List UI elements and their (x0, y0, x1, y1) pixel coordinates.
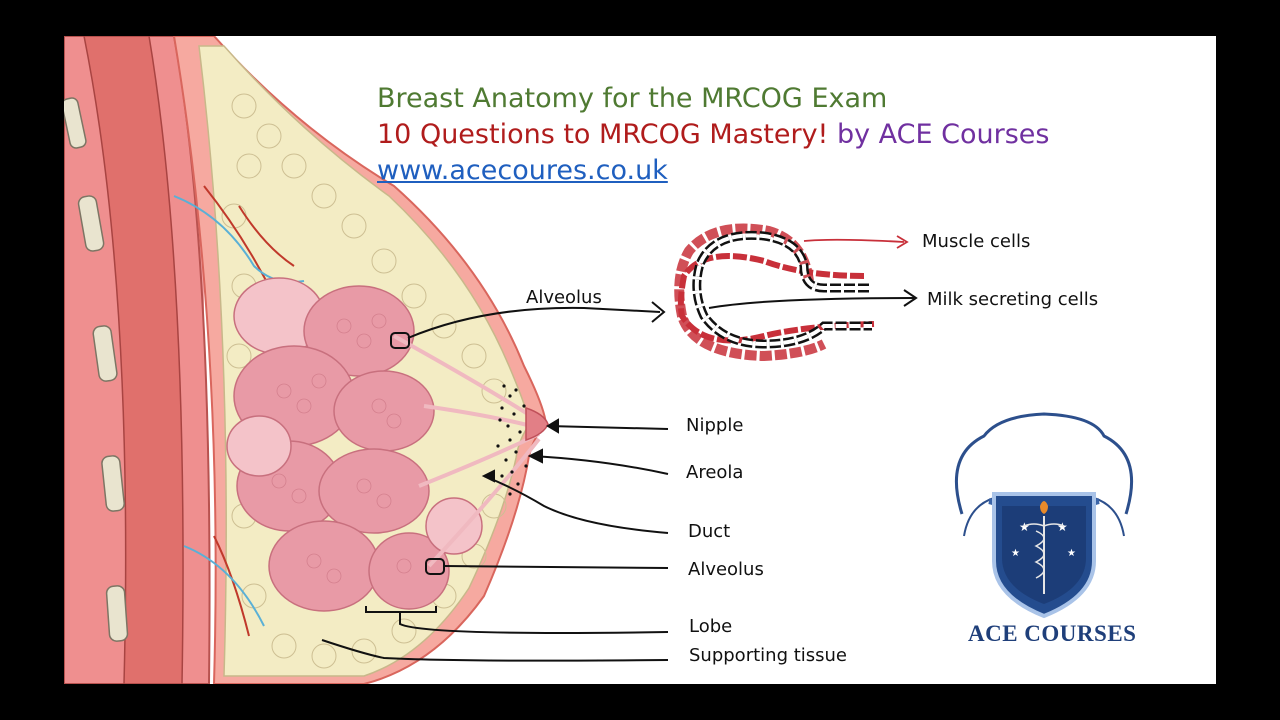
leader-lines (321, 301, 669, 662)
glandular-lobes (226, 277, 483, 612)
lobule-texture (271, 313, 412, 584)
caduceus-shield-icon: ★ ★ ★ ★ (954, 412, 1134, 619)
website-link[interactable]: www.acecoures.co.uk (377, 155, 668, 186)
breast-anatomy-diagram: ★ ★ ★ ★ (64, 36, 1134, 684)
label-alveolus-top: Alveolus (526, 287, 602, 308)
secretory-cell-inner (694, 233, 872, 347)
logo-wordmark: ACE COURSES (968, 621, 1137, 646)
label-duct: Duct (688, 521, 731, 542)
ribs (64, 97, 129, 642)
muscle-cell-layer-top (674, 223, 827, 362)
label-supporting-tissue: Supporting tissue (689, 645, 848, 666)
svg-text:★: ★ (1011, 548, 1020, 559)
nipple-shape (525, 406, 549, 442)
label-nipple: Nipple (686, 415, 744, 436)
label-areola: Areola (686, 462, 744, 483)
label-lobe: Lobe (689, 616, 733, 637)
subtitle-main: 10 Questions to MRCOG Mastery! (377, 119, 829, 150)
svg-text:★: ★ (1057, 520, 1068, 534)
alveolus-detail (674, 223, 918, 362)
fat-lobules-texture (221, 93, 507, 669)
label-milk-secreting-cells: Milk secreting cells (927, 289, 1099, 310)
svg-text:★: ★ (1067, 548, 1076, 559)
svg-text:★: ★ (1019, 520, 1030, 534)
slide: ★ ★ ★ ★ Breast Anatomy for the MRCOG Exa… (64, 36, 1216, 684)
alveolus-marker-top (390, 332, 410, 349)
slide-title: Breast Anatomy for the MRCOG Exam (377, 83, 888, 114)
pectoral-muscle (83, 36, 184, 684)
label-muscle-cells: Muscle cells (922, 231, 1031, 252)
subtitle-by: by ACE Courses (828, 119, 1050, 150)
slide-subtitle: 10 Questions to MRCOG Mastery! by ACE Co… (377, 121, 1049, 148)
label-alveolus-bottom: Alveolus (688, 559, 764, 580)
areola-dots (496, 384, 528, 496)
